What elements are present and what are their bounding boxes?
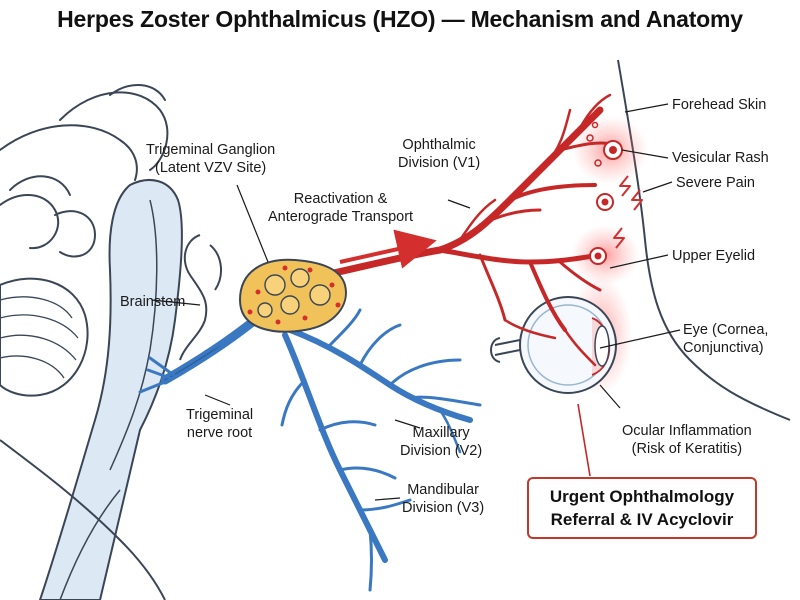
v1-branches [321,93,617,367]
trigeminal-ganglion [238,258,347,333]
brainstem-shape [38,179,183,600]
transport-arrow [339,229,437,269]
lightning-icon [613,175,643,249]
label-eye: Eye (Cornea,Conjunctiva) [683,322,769,356]
label-pain: Severe Pain [676,175,755,191]
label-ganglion: Trigeminal Ganglion(Latent VZV Site) [146,142,276,176]
brain-outline [0,83,169,258]
label-eyelid: Upper Eyelid [672,248,756,264]
label-rash: Vesicular Rash [672,150,769,166]
label-forehead: Forehead Skin [672,97,767,113]
face-profile [617,59,791,421]
label-brainstem: Brainstem [120,294,186,310]
eye-diagram [490,296,617,394]
label-inflammation: Ocular Inflammation(Risk of Keratitis) [622,423,752,457]
cerebellum [0,277,89,397]
leader-lines [151,103,681,501]
vesicle-icon [586,121,623,265]
label-reactivation: Reactivation &Anterograde Transport [268,191,414,225]
page-title: Herpes Zoster Ophthalmicus (HZO) — Mecha… [57,6,743,32]
inflammation-line [577,403,591,477]
